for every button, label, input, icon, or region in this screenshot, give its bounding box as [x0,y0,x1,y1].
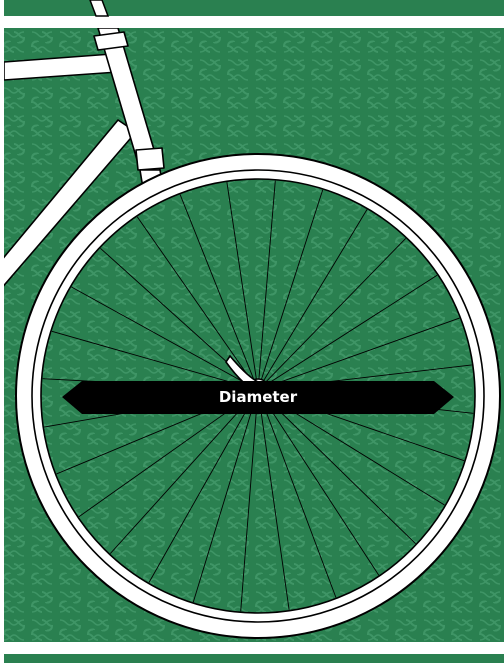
diameter-label: Diameter [219,388,298,406]
bottom-strip [4,654,504,663]
top-strip [4,0,504,16]
diameter-arrow: Diameter [62,381,454,414]
